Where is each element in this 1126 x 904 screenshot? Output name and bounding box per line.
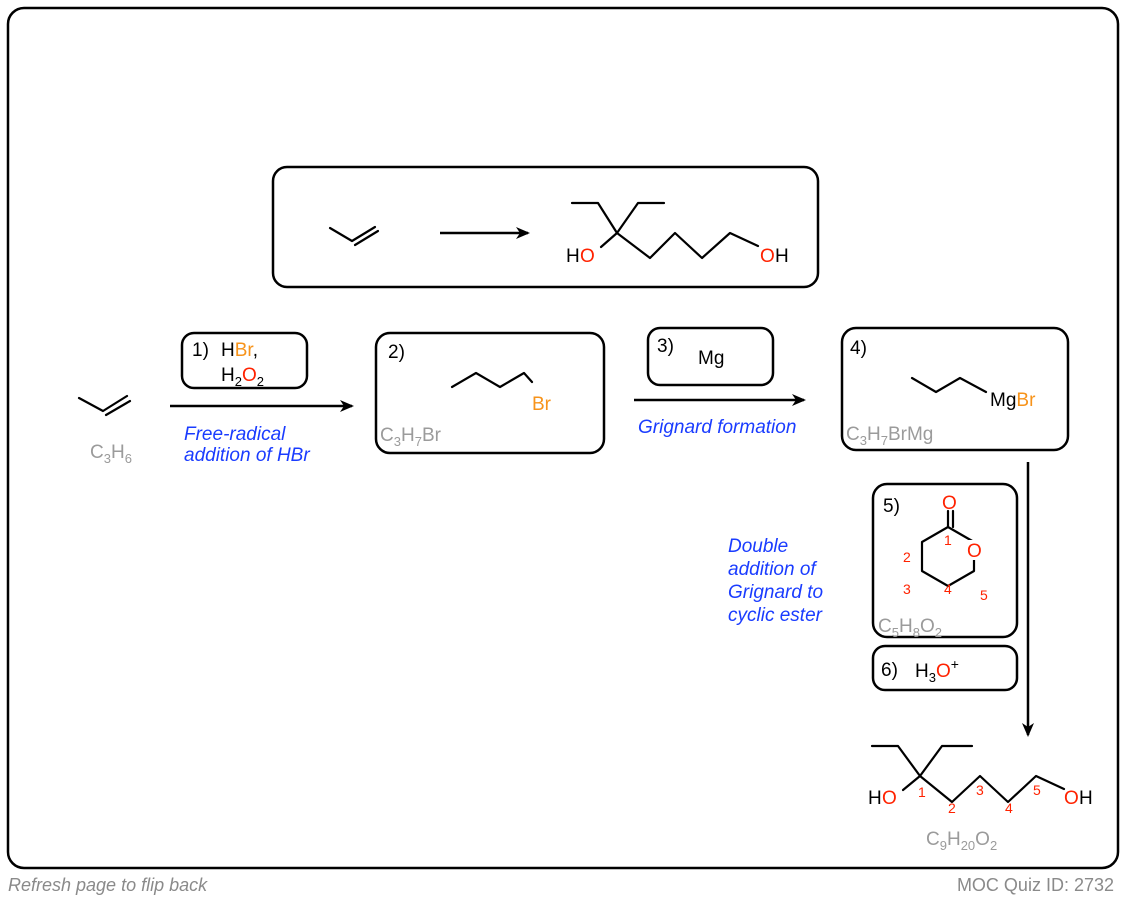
chain-num-2: 2 [948,800,956,816]
chain-num-5: 5 [1033,782,1041,798]
step5-formula: C5H8O2 [878,616,942,640]
target-oh-o: O [760,246,775,267]
target-ho-o: O [580,246,595,267]
quiz-id: MOC Quiz ID: 2732 [956,875,1114,895]
ring-num-1: 1 [944,532,952,548]
chain-num-3: 3 [976,782,984,798]
step1-hbr: HBr, [221,340,258,361]
chain-num-4: 4 [1005,800,1013,816]
step1-number: 1) [192,340,209,361]
final-oh-o: O [1064,788,1079,809]
step2-number: 2) [388,342,405,363]
final-product: H O O H 1 2 3 4 5 C9H20O2 [868,744,1093,853]
step1-note-line2: addition of HBr [184,445,310,466]
step2-box: 2) Br C3H7Br [374,331,606,455]
step5-box: 5) O O 1 2 3 4 5 C5H8O2 [871,482,1019,640]
step3-mg: Mg [698,348,724,369]
step3-number: 3) [657,336,674,357]
step5-ring-o: O [967,541,982,562]
chain-num-1: 1 [918,784,926,800]
refresh-hint[interactable]: Refresh page to flip back [8,875,208,895]
step5-number: 5) [883,496,900,517]
final-ho-h: H [868,788,882,809]
synthesis-diagram: H O O H C3H6 1) HBr, H2O2 Free-radical a… [6,6,1120,870]
step2-formula: C3H7Br [380,425,442,449]
step1-reagent-box: 1) HBr, H2O2 [180,331,309,390]
ring-num-3: 3 [903,581,911,597]
step5-note-line4: cyclic ester [728,605,823,626]
target-propene [328,225,377,243]
step5-note-line2: addition of [728,559,817,580]
start-propene: C3H6 [77,394,132,466]
target-box: H O O H [271,165,820,289]
step6-number: 6) [881,660,898,681]
ring-o-gap [966,540,984,560]
final-oh-h: H [1079,788,1093,809]
step4-number: 4) [850,338,867,359]
step4-box: 4) MgBr C3H7BrMg [840,326,1070,452]
step4-mgbr: MgBr [990,390,1036,411]
step5-note-line1: Double [728,536,788,557]
step5-note-line3: Grignard to [728,582,823,603]
target-product: H O O H [566,201,789,267]
final-formula: C9H20O2 [926,829,997,853]
outer-frame [6,6,1120,870]
step2-br: Br [532,394,552,415]
final-ho-o: O [882,788,897,809]
ring-num-4: 4 [944,581,952,597]
ring-num-2: 2 [903,549,911,565]
step6-h3o: H3O+ [915,656,959,685]
step1-h2o2: H2O2 [221,365,264,389]
step3-reagent-box: 3) Mg [646,326,775,387]
step3-note: Grignard formation [638,417,796,438]
target-ho-h: H [566,246,580,267]
step6-box: 6) H3O+ [871,644,1019,692]
ring-num-5: 5 [980,587,988,603]
step1-note-line1: Free-radical [184,424,286,445]
start-formula: C3H6 [90,442,132,466]
step4-formula: C3H7BrMg [846,424,933,448]
step5-carbonyl-o: O [942,493,957,514]
target-oh-h: H [775,246,789,267]
